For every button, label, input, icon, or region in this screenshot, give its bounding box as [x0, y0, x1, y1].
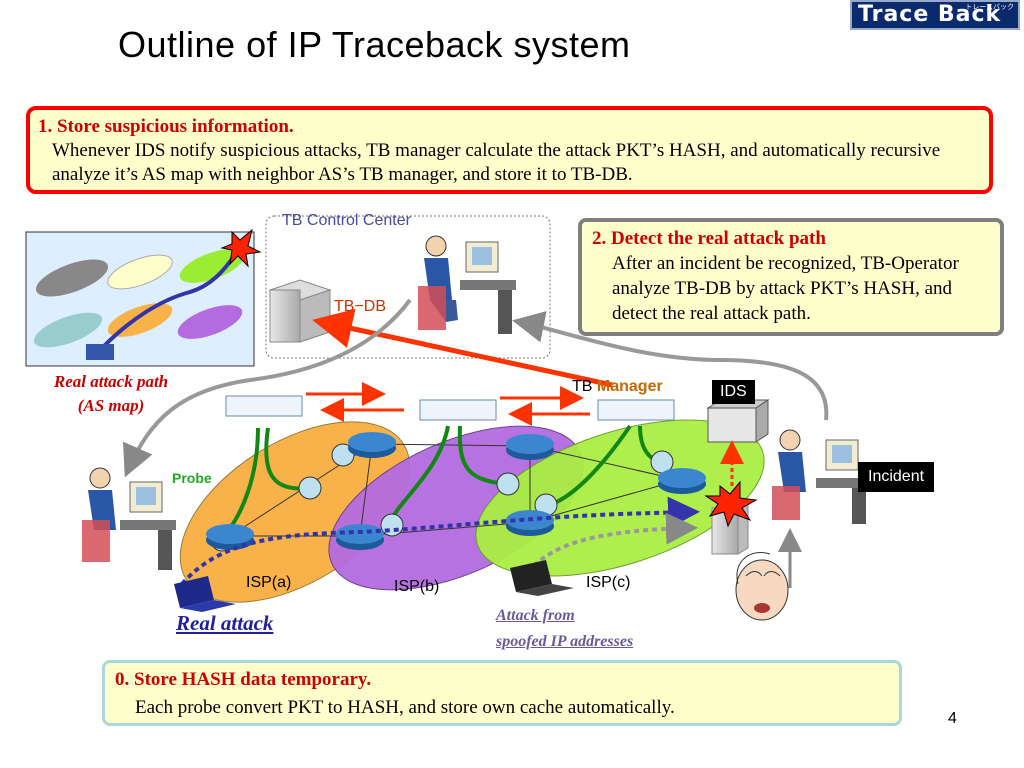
incident-arrow: [512, 311, 829, 421]
worried-face-icon: [735, 552, 789, 621]
store-arrow: [312, 308, 613, 388]
laptop-icon: [174, 576, 236, 612]
ids-box-icon: [706, 399, 770, 443]
query-arrow: [123, 298, 412, 478]
as-map-thumbnail: [25, 228, 262, 367]
incident-label: Incident: [858, 462, 935, 492]
logo-text: Trace Back: [858, 2, 1002, 27]
manager-word: Manager: [596, 378, 663, 395]
isp-b-label: ISP(b): [394, 578, 440, 595]
explosion-icon: [704, 480, 758, 528]
real-attack-label: Real attack: [176, 611, 274, 635]
control-center-frame: [265, 215, 551, 359]
ids-label: IDS: [712, 380, 755, 404]
tb-db-label: TB−DB: [334, 298, 387, 315]
real-attack-path-line1: Real attack path: [53, 372, 169, 391]
step0-body: Each probe convert PKT to HASH, and stor…: [135, 697, 675, 718]
real-attack-path-caption: Real attack path (AS map): [26, 370, 196, 418]
operator-computer-icon: [418, 235, 516, 334]
slide-title: Outline of IP Traceback system: [118, 24, 631, 65]
tb-prefix: TB: [572, 378, 593, 395]
tb-manager-label: TB Manager: [572, 378, 663, 396]
real-attack-path-line2: (AS map): [77, 396, 145, 415]
probe-label: Probe: [172, 470, 212, 486]
step0-heading: 0. Store HASH data temporary.: [115, 669, 372, 690]
step2-heading: 2. Detect the real attack path: [592, 228, 826, 249]
step2-box: 2. Detect the real attack path After an …: [578, 218, 1004, 336]
spoofed-line2: spoofed IP addresses: [496, 633, 634, 650]
isp-a-label: ISP(a): [246, 574, 292, 591]
spoofed-line1: Attack from: [496, 607, 575, 624]
page-number: 4: [948, 710, 957, 727]
switch-icon: [225, 395, 675, 421]
logo-katakana: トレースバック: [965, 4, 1014, 11]
step1-box: 1. Store suspicious information. Wheneve…: [26, 106, 993, 194]
control-center-label: TB Control Center: [282, 212, 411, 229]
step1-body: Whenever IDS notify suspicious attacks, …: [52, 140, 941, 185]
spoofed-path: [532, 512, 698, 568]
operator-computer-icon: [82, 467, 176, 570]
step2-body: After an incident be recognized, TB-Oper…: [612, 253, 959, 324]
traceback-logo: Trace Back トレースバック: [850, 0, 1020, 30]
spoofed-caption: Attack from spoofed IP addresses: [496, 603, 633, 655]
real-attack-path: [180, 496, 700, 586]
step0-box: 0. Store HASH data temporary. Each probe…: [102, 660, 902, 726]
server-icon: [268, 279, 332, 343]
laptop-icon: [510, 560, 574, 596]
step1-heading: 1. Store suspicious information.: [38, 116, 294, 137]
isp-c-label: ISP(c): [586, 574, 631, 591]
operator-computer-icon: [772, 429, 866, 524]
